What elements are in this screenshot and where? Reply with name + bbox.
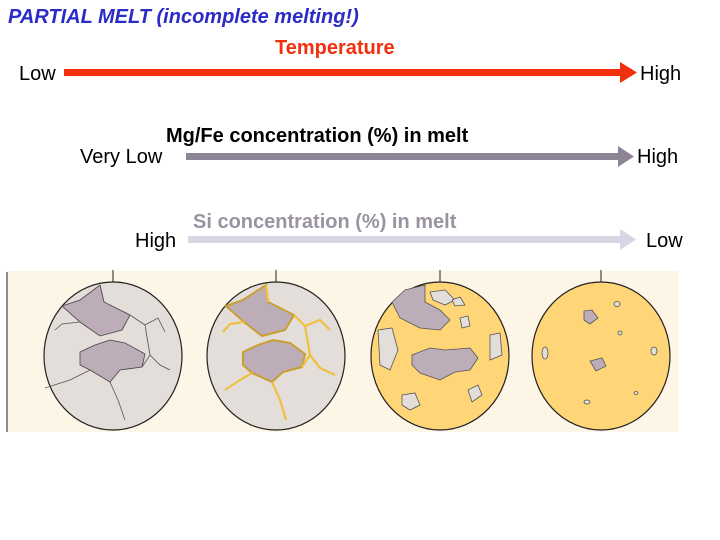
mgfe-arrow [186, 146, 634, 167]
temperature-arrow [64, 62, 637, 83]
stage-mostly-melted [531, 270, 671, 431]
si-label: Si concentration (%) in melt [193, 211, 457, 233]
si-arrow [188, 229, 636, 250]
si-end-label: Low [646, 230, 683, 252]
si-start-label: High [135, 230, 177, 252]
temperature-end-label: High [640, 63, 682, 85]
temperature-label: Temperature [275, 37, 395, 59]
mgfe-end-label: High [637, 146, 679, 168]
slide-title: PARTIAL MELT (incomplete melting!) [8, 6, 359, 28]
stage-partial-melt [370, 270, 510, 431]
temperature-start-label: Low [19, 63, 56, 85]
stage-solid-rock [43, 270, 183, 431]
mgfe-start-label: Very Low [80, 146, 163, 168]
mgfe-label: Mg/Fe concentration (%) in melt [166, 125, 469, 147]
stage-initial-melt [206, 270, 346, 431]
